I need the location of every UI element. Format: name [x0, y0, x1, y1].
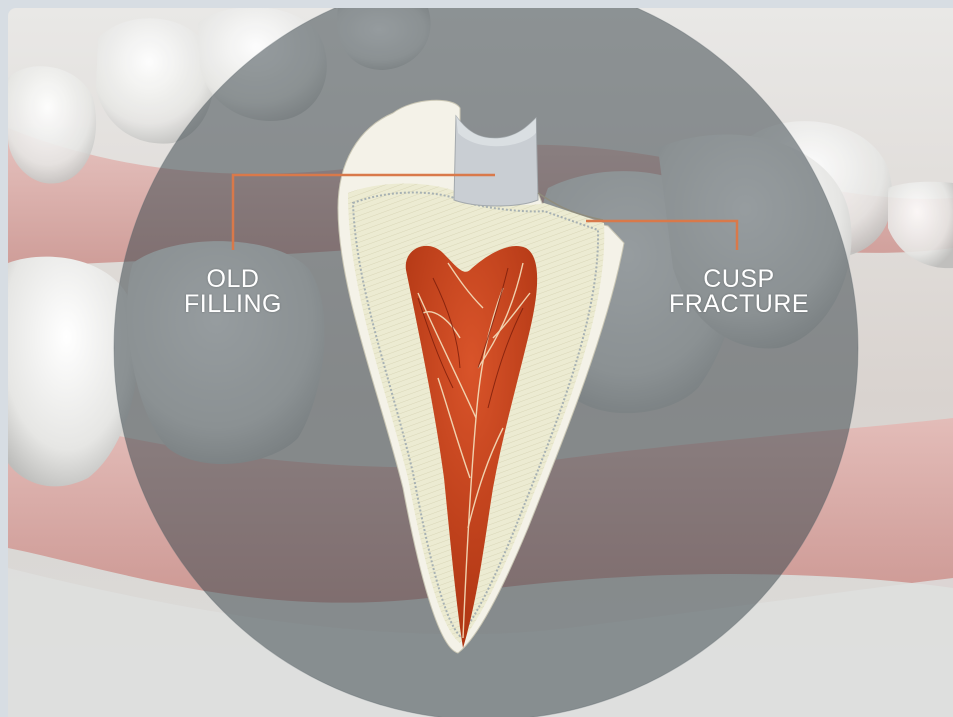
cusp-fracture-line2: FRACTURE — [654, 292, 824, 317]
old-filling-line1: OLD — [173, 267, 293, 292]
old-filling-label: OLD FILLING — [173, 267, 293, 317]
tooth-illustration: OLD FILLING CUSP FRACTURE — [8, 8, 953, 717]
cusp-fracture-line1: CUSP — [654, 267, 824, 292]
tooth-scene-svg — [8, 8, 953, 717]
old-filling-line2: FILLING — [173, 292, 293, 317]
cusp-fracture-label: CUSP FRACTURE — [654, 267, 824, 317]
